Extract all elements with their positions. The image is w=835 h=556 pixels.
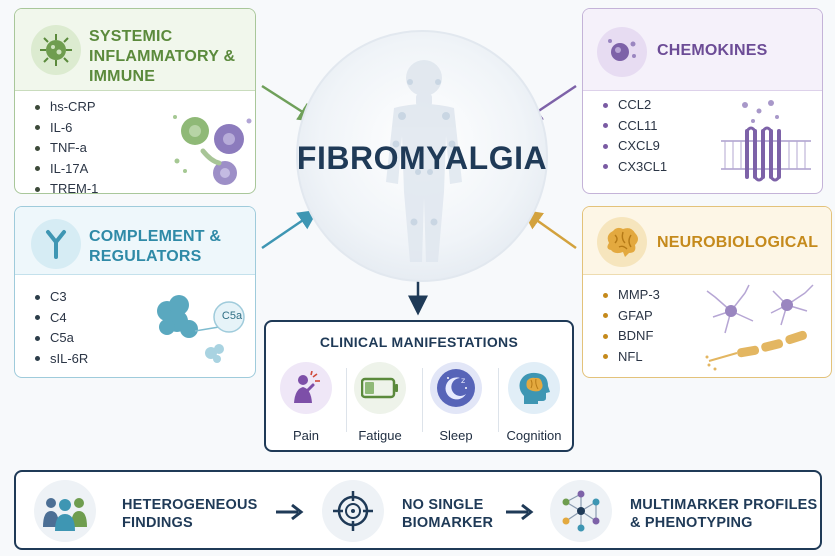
list-item: C3 (35, 287, 88, 308)
low-battery-icon (354, 362, 406, 414)
network-icon (550, 480, 612, 542)
list-item: CCL11 (603, 116, 667, 137)
list-item: sIL-6R (35, 349, 88, 370)
panel-title: COMPLEMENT & REGULATORS (89, 228, 222, 265)
step-no-single-biomarker: NO SINGLE BIOMARKER (402, 497, 494, 531)
neurons-illustration (705, 284, 814, 371)
pain-person-icon (280, 362, 332, 414)
antibody-icon (31, 219, 81, 269)
list-item: MMP-3 (603, 285, 660, 306)
center-title: FIBROMYALGIA (296, 140, 548, 176)
clinical-title: CLINICAL MANIFESTATIONS (319, 334, 519, 350)
panel-systemic-inflammatory: SYSTEMIC INFLAMMATORY & IMMUNE hs-CRP IL… (14, 8, 256, 194)
clinical-label: Fatigue (358, 428, 402, 443)
divider (346, 368, 347, 432)
arrow-complement (261, 209, 319, 250)
clinical-label: Cognition (506, 428, 562, 443)
list-item: CXCL9 (603, 136, 667, 157)
receptor-membrane-illustration (721, 100, 811, 182)
list-item: C4 (35, 308, 88, 329)
panel-title: SYSTEMIC INFLAMMATORY & IMMUNE (89, 28, 236, 85)
right-arrow-icon (276, 503, 304, 521)
moon-stars-icon: z (430, 362, 482, 414)
brain-head-icon (508, 362, 560, 414)
biomarker-list: MMP-3 GFAP BDNF NFL (603, 285, 660, 367)
list-item: NFL (603, 347, 660, 368)
complement-protein-illustration (157, 295, 245, 363)
list-item: IL-17A (35, 159, 98, 180)
clinical-item-cognition: Cognition (502, 362, 566, 443)
panel-title: CHEMOKINES (657, 42, 768, 59)
list-item: C5a (35, 328, 88, 349)
list-item: TNF-a (35, 138, 98, 159)
target-icon (322, 480, 384, 542)
step-heterogeneous-findings: HETEROGENEOUS FINDINGS (122, 497, 258, 531)
people-group-icon (34, 480, 96, 542)
clinical-item-sleep: z Sleep (424, 362, 488, 443)
arrow-neuro (521, 209, 577, 250)
step-multimarker-profiles: MULTIMARKER PROFILES & PHENOTYPING (630, 497, 818, 531)
list-item: CCL2 (603, 95, 667, 116)
human-silhouette-icon (386, 60, 462, 262)
biomarker-list: C3 C4 C5a sIL-6R (35, 287, 88, 369)
summary-bar: HETEROGENEOUS FINDINGS NO SINGLE BIOMARK… (14, 470, 822, 550)
clinical-manifestations-box: CLINICAL MANIFESTATIONS Pain Fatigue (264, 320, 574, 452)
list-item: TREM-1 (35, 179, 98, 193)
list-item: GFAP (603, 306, 660, 327)
svg-text:z: z (461, 376, 465, 385)
clinical-item-fatigue: Fatigue (348, 362, 412, 443)
divider (498, 368, 499, 432)
panel-title: NEUROBIOLOGICAL (657, 234, 819, 251)
clinical-label: Pain (292, 428, 320, 443)
c5a-illustration-label: C5a (221, 310, 243, 322)
right-arrow-icon (506, 503, 534, 521)
immune-cells-illustration (173, 115, 252, 185)
list-item: BDNF (603, 326, 660, 347)
clinical-item-pain: Pain (274, 362, 338, 443)
center-circle (296, 30, 548, 282)
brain-icon (597, 217, 647, 267)
biomarker-list: hs-CRP IL-6 TNF-a IL-17A TREM-1 (35, 97, 98, 193)
panel-chemokines: CHEMOKINES CCL2 CCL11 CXCL9 CX3CL1 (582, 8, 823, 194)
virus-icon (31, 25, 81, 75)
list-item: hs-CRP (35, 97, 98, 118)
list-item: IL-6 (35, 118, 98, 139)
panel-neurobiological: NEUROBIOLOGICAL MMP-3 GFAP BDNF NFL (582, 206, 832, 378)
divider (422, 368, 423, 432)
biomarker-list: CCL2 CCL11 CXCL9 CX3CL1 (603, 95, 667, 177)
clinical-label: Sleep (439, 428, 473, 443)
panel-complement-regulators: COMPLEMENT & REGULATORS C3 C4 C5a sIL-6R… (14, 206, 256, 378)
chemokine-particle-icon (597, 27, 647, 77)
list-item: CX3CL1 (603, 157, 667, 178)
